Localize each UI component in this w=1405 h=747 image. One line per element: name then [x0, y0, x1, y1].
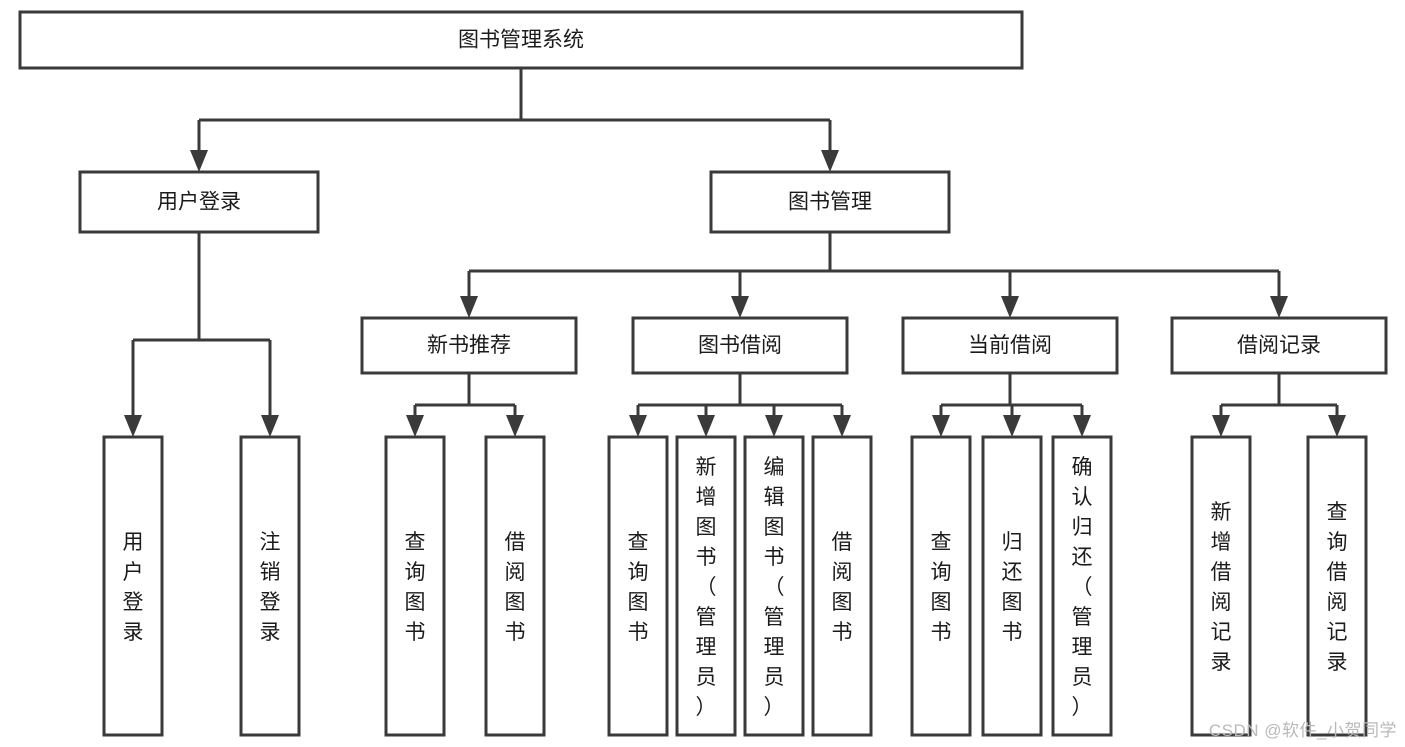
connector-root [190, 68, 839, 172]
node-label: 注销登录 [260, 531, 281, 644]
node-leaf-nbr-query-book[interactable]: 查询图书 [384, 435, 446, 737]
node-leaf-user-logout[interactable]: 注销登录 [239, 435, 301, 737]
edge-arrowhead [765, 415, 783, 437]
node-box[interactable] [981, 435, 1043, 737]
edge-arrowhead [1001, 296, 1019, 318]
node-label: 查询图书 [628, 531, 649, 644]
connector-layer [124, 68, 1346, 437]
node-label: 新增借阅记录 [1211, 501, 1232, 674]
edge-arrowhead [261, 415, 279, 437]
node-new-book-recommend[interactable]: 新书推荐 [360, 316, 578, 375]
edge-arrowhead [1270, 296, 1288, 318]
edge-arrowhead [460, 296, 478, 318]
node-leaf-user-login[interactable]: 用户登录 [102, 435, 164, 737]
node-label: 查询图书 [931, 531, 952, 644]
connector-borrow-record [1212, 373, 1346, 437]
edge-arrowhead [1073, 415, 1091, 437]
edge-arrowhead [629, 415, 647, 437]
edge-arrowhead [821, 150, 839, 172]
node-leaf-bb-borrow-book[interactable]: 借阅图书 [811, 435, 873, 737]
node-label: 用户登录 [157, 191, 241, 214]
node-box[interactable] [360, 316, 578, 375]
node-borrow-record[interactable]: 借阅记录 [1170, 316, 1388, 375]
node-current-borrow[interactable]: 当前借阅 [901, 316, 1119, 375]
node-box[interactable] [743, 435, 805, 737]
connector-book-borrow [629, 373, 851, 437]
node-box[interactable] [1306, 435, 1368, 737]
edge-arrowhead [697, 415, 715, 437]
node-label: 编辑图书（管理员） [764, 456, 785, 719]
edge-arrowhead [932, 415, 950, 437]
node-box[interactable] [631, 316, 849, 375]
node-box[interactable] [1051, 435, 1113, 737]
node-box[interactable] [901, 316, 1119, 375]
node-user-login[interactable]: 用户登录 [78, 170, 320, 234]
node-box[interactable] [1190, 435, 1252, 737]
node-leaf-nbr-borrow-book[interactable]: 借阅图书 [484, 435, 546, 737]
node-box[interactable] [1170, 316, 1388, 375]
node-book-manage[interactable]: 图书管理 [709, 170, 951, 234]
edge-arrowhead [506, 415, 524, 437]
edge-arrowhead [124, 415, 142, 437]
connector-user-login [124, 232, 279, 437]
node-leaf-cb-query-book[interactable]: 查询图书 [910, 435, 972, 737]
node-leaf-cb-return-book[interactable]: 归还图书 [981, 435, 1043, 737]
node-label: 查询图书 [405, 531, 426, 644]
node-box[interactable] [102, 435, 164, 737]
node-box[interactable] [78, 170, 320, 234]
node-box[interactable] [675, 435, 737, 737]
node-label: 图书管理 [788, 191, 872, 214]
csdn-watermark: CSDN @软件_小贺同学 [1208, 721, 1397, 740]
node-label: 借阅记录 [1237, 334, 1321, 357]
node-label: 归还图书 [1002, 531, 1023, 644]
node-box[interactable] [384, 435, 446, 737]
edge-arrowhead [406, 415, 424, 437]
node-label: 确认归还（管理员） [1072, 456, 1093, 719]
node-leaf-cb-confirm-return[interactable]: 确认归还（管理员） [1051, 435, 1113, 737]
node-box[interactable] [18, 10, 1024, 70]
edge-arrowhead [1212, 415, 1230, 437]
node-book-borrow[interactable]: 图书借阅 [631, 316, 849, 375]
node-label: 查询借阅记录 [1327, 501, 1348, 674]
node-box[interactable] [709, 170, 951, 234]
edge-arrowhead [1328, 415, 1346, 437]
node-label: 借阅图书 [505, 531, 526, 644]
node-label: 用户登录 [123, 531, 144, 644]
connector-new-book-recommend [406, 373, 524, 437]
node-label: 当前借阅 [968, 334, 1052, 357]
node-box[interactable] [607, 435, 669, 737]
node-box[interactable] [910, 435, 972, 737]
node-root[interactable]: 图书管理系统 [18, 10, 1024, 70]
node-label: 新书推荐 [427, 334, 511, 357]
node-leaf-bb-add-book[interactable]: 新增图书（管理员） [675, 435, 737, 737]
node-label: 图书借阅 [698, 334, 782, 357]
connector-current-borrow [932, 373, 1091, 437]
node-box[interactable] [811, 435, 873, 737]
node-leaf-bb-edit-book[interactable]: 编辑图书（管理员） [743, 435, 805, 737]
node-label: 借阅图书 [832, 531, 853, 644]
connector-book-manage [460, 232, 1288, 318]
node-box[interactable] [239, 435, 301, 737]
node-leaf-br-add-record[interactable]: 新增借阅记录 [1190, 435, 1252, 737]
node-box[interactable] [484, 435, 546, 737]
edge-arrowhead [1003, 415, 1021, 437]
edge-arrowhead [190, 150, 208, 172]
node-leaf-br-query-record[interactable]: 查询借阅记录 [1306, 435, 1368, 737]
node-leaf-bb-query-book[interactable]: 查询图书 [607, 435, 669, 737]
node-label: 图书管理系统 [458, 29, 584, 52]
edge-arrowhead [731, 296, 749, 318]
node-layer: 图书管理系统用户登录图书管理新书推荐图书借阅当前借阅借阅记录用户登录注销登录查询… [18, 10, 1388, 737]
edge-arrowhead [833, 415, 851, 437]
node-label: 新增图书（管理员） [696, 456, 717, 719]
